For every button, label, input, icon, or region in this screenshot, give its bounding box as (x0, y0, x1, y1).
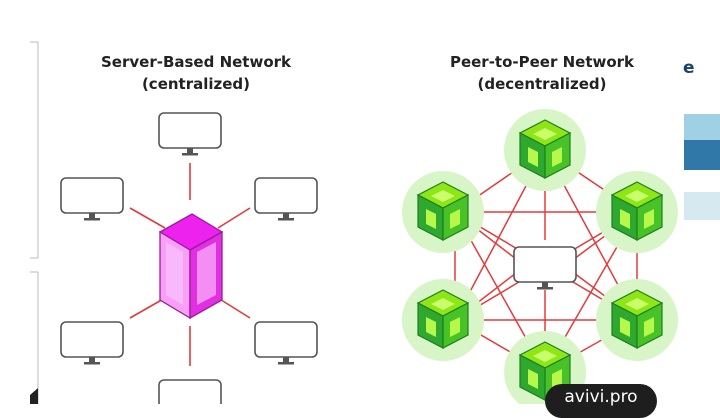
server-links (129, 163, 251, 366)
cropped-side-image (684, 114, 720, 220)
cropped-side-text: e (683, 58, 695, 78)
network-diagram (30, 41, 720, 404)
server-network-subtitle: (centralized) (141, 75, 251, 93)
server-network-title: Server-Based Network (101, 53, 291, 71)
server-tower-icon (158, 213, 224, 320)
p2p-network-subtitle: (decentralized) (477, 75, 607, 93)
watermark-badge: avivi.pro (545, 384, 657, 418)
p2p-network-title: Peer-to-Peer Network (449, 53, 635, 71)
